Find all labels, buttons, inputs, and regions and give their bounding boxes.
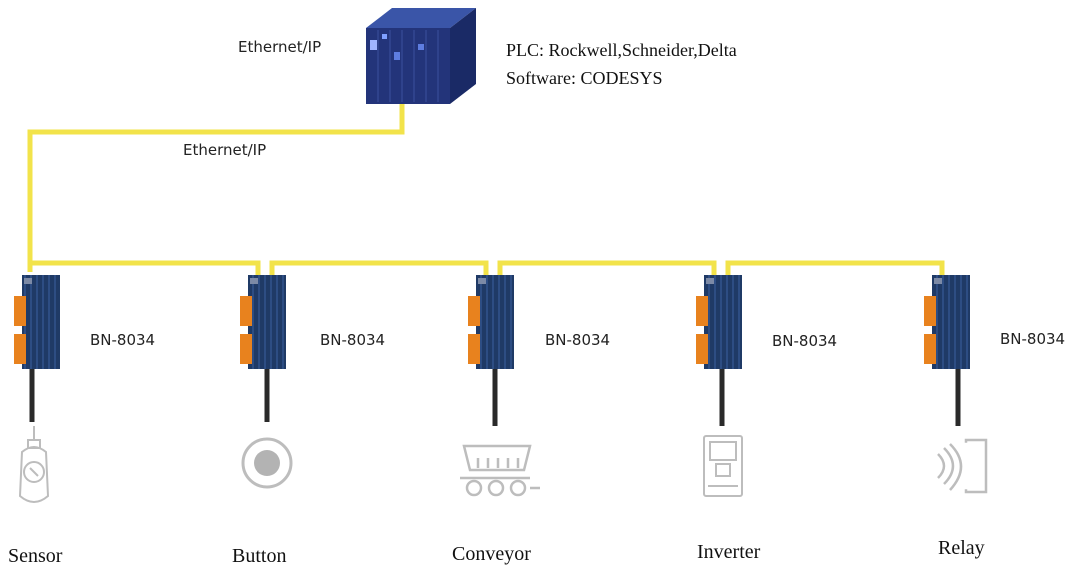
device-label-button: Button: [232, 545, 287, 567]
ethernet-cable-chain-3: [497, 260, 717, 275]
sensor-icon: [18, 426, 50, 503]
conveyor-icon: [460, 444, 540, 497]
io-module-1: [14, 275, 60, 369]
module-label-3: BN-8034: [545, 331, 611, 349]
ethernet-ip-label-top: Ethernet/IP: [238, 38, 322, 56]
plc-software: Software: CODESYS: [506, 68, 663, 88]
button-icon: [241, 437, 293, 489]
device-label-relay: Relay: [938, 537, 985, 559]
ethernet-cable-chain-2: [269, 260, 489, 275]
ethernet-cable-chain-4: [725, 260, 945, 275]
inverter-icon: [703, 435, 743, 497]
io-module-2: [240, 275, 286, 369]
relay-icon: [937, 438, 988, 494]
plc-vendors: PLC: Rockwell,Schneider,Delta: [506, 40, 737, 60]
plc-info: PLC: Rockwell,Schneider,Delta Software: …: [506, 36, 737, 92]
io-module-4: [696, 275, 742, 369]
device-label-conveyor: Conveyor: [452, 543, 531, 565]
ethernet-cable-plc: [27, 104, 405, 272]
ethernet-ip-label-trunk: Ethernet/IP: [183, 141, 267, 159]
io-module-3: [468, 275, 514, 369]
ethernet-cable-chain-1: [32, 260, 261, 275]
module-label-4: BN-8034: [772, 332, 838, 350]
module-label-1: BN-8034: [90, 331, 156, 349]
device-label-inverter: Inverter: [697, 541, 761, 563]
module-label-5: BN-8034: [1000, 330, 1066, 348]
io-module-5: [924, 275, 970, 369]
plc-rack: [366, 8, 476, 104]
module-label-2: BN-8034: [320, 331, 386, 349]
device-label-sensor: Sensor: [8, 545, 63, 567]
